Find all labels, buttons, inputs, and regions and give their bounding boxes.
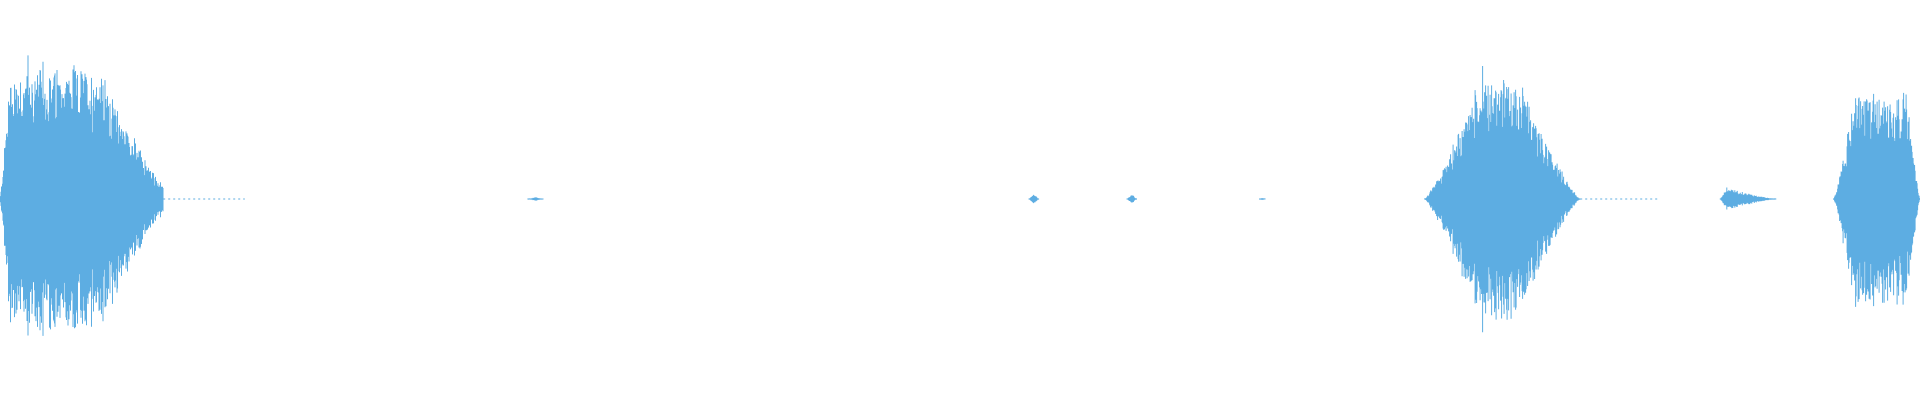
waveform-path [1126, 195, 1137, 203]
waveform-blip-5 [1719, 187, 1777, 210]
waveform-burst-2 [1424, 66, 1658, 333]
waveform-blip-2 [1028, 194, 1040, 204]
waveform-path [527, 197, 544, 201]
waveform-path [0, 55, 164, 336]
waveform-path [1719, 187, 1777, 210]
waveform-blip-3 [1126, 195, 1137, 203]
waveform-path [1833, 92, 1920, 307]
waveform-blip-1 [527, 197, 544, 201]
waveform-blip-4 [1259, 198, 1266, 200]
waveform-burst-1 [0, 55, 245, 336]
waveform-path [1028, 194, 1040, 204]
waveform-path [1424, 66, 1581, 333]
waveform-path [1259, 198, 1266, 200]
waveform-burst-3 [1833, 92, 1920, 307]
